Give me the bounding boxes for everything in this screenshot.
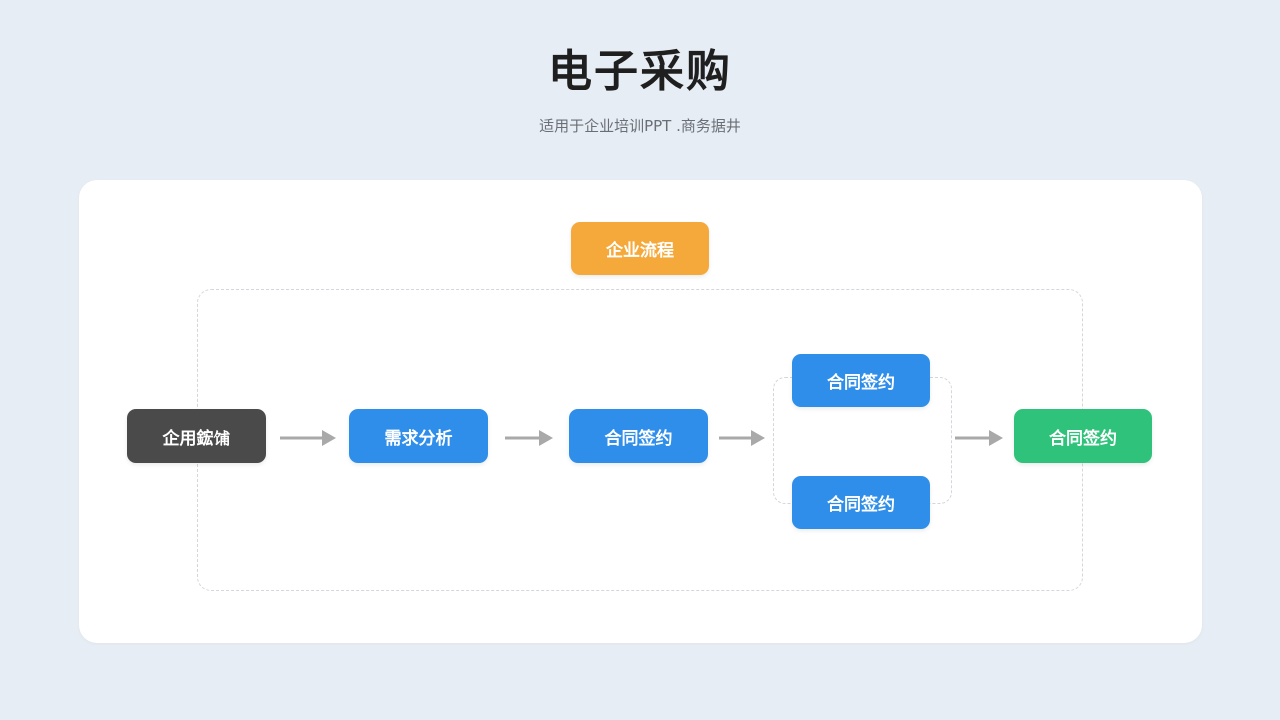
page-title: 电子采购 [548,46,732,97]
arrow-3 [719,430,765,446]
arrow-1 [280,430,336,446]
contract-final-node: 合同签约 [1014,409,1152,463]
analysis-node-label: 需求分析 [384,428,453,449]
arrow-4 [955,430,1003,446]
page-subtitle: 适用于企业培训PPT .商务据井 [539,117,741,135]
contract-main-node: 合同签约 [569,409,708,463]
arrow-2 [505,430,553,446]
contract-branch-bottom-node: 合同签约 [792,476,930,529]
contract-final-node-label: 合同签约 [1049,428,1117,449]
start-node: 企用鋐𫗦 [127,409,266,463]
group-label-node: 企业流程 [571,222,709,275]
contract-main-node-label: 合同签约 [604,428,673,449]
contract-branch-top-label: 合同签约 [827,373,895,393]
contract-branch-bottom-label: 合同签约 [827,495,895,515]
contract-branch-top-node: 合同签约 [792,354,930,407]
analysis-node: 需求分析 [349,409,488,463]
start-node-label: 企用鋐𫗦 [162,428,231,449]
group-label-text: 企业流程 [606,241,674,261]
